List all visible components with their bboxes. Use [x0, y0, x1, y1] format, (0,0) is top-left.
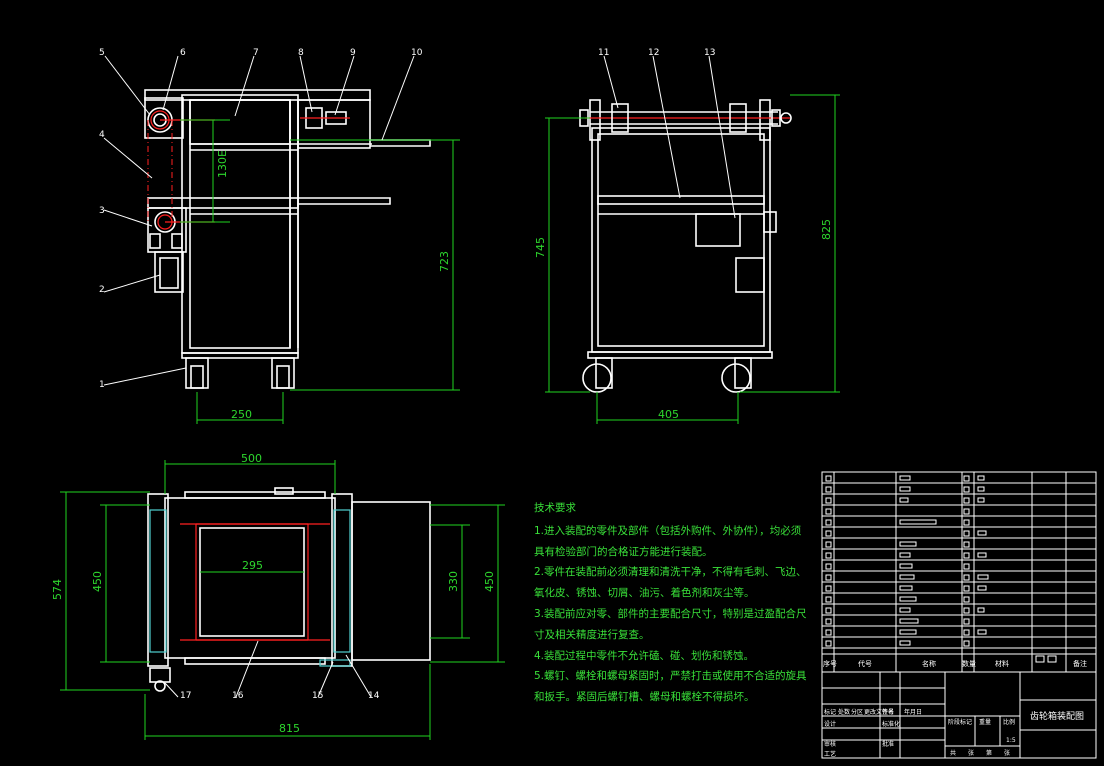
row-label-mark: 标记: [824, 708, 836, 716]
header-remark: 备注: [1073, 659, 1087, 668]
part-label-7: 7: [253, 48, 259, 58]
dim-top-right-outer: 450: [483, 571, 496, 592]
scale-value: 1:5: [1006, 737, 1016, 744]
note-line: 和扳手。紧固后螺钉槽、螺母和螺栓不得损坏。: [534, 691, 755, 704]
dimension-labels: 250 723 130E 405 745 825 500 295 574 450…: [51, 150, 833, 735]
dim-front-pitch: 130E: [216, 150, 229, 178]
part-label-14: 14: [368, 691, 380, 701]
dim-side-height-right: 825: [820, 219, 833, 240]
note-line: 寸及相关精度进行复查。: [534, 628, 650, 641]
sheet-unit-2: 张: [1004, 749, 1010, 757]
dim-top-right-inner: 330: [447, 571, 460, 592]
sheet-no: 第: [986, 749, 992, 757]
sheet-total: 共: [950, 749, 956, 757]
note-line: 2.零件在装配前必须清理和清洗干净，不得有毛刺、飞边、: [534, 566, 807, 579]
dim-top-left-outer: 574: [51, 579, 64, 600]
top-view: [60, 460, 505, 740]
row-label-sign: 签名: [882, 708, 894, 716]
sign-review: 审核: [824, 740, 836, 748]
dim-front-width: 250: [231, 408, 252, 421]
note-line: 1.进入装配的零件及部件（包括外购件、外协件），均必须: [534, 524, 802, 537]
part-label-10: 10: [411, 48, 423, 58]
title-block: [821, 471, 1097, 759]
sign-design: 设计: [824, 720, 836, 728]
part-label-2: 2: [99, 285, 105, 295]
part-label-6: 6: [180, 48, 186, 58]
part-label-3: 3: [99, 206, 105, 216]
dim-top-inner: 295: [242, 559, 263, 572]
header-qty: 数量: [962, 659, 976, 668]
part-label-11: 11: [598, 48, 609, 58]
title-block-labels: 序号 代号 名称 数量 材料 备注 标记 处数 分区 更改文件号 签名 年月日 …: [823, 659, 1087, 758]
header-name: 名称: [922, 659, 936, 668]
row-label-count: 处数: [838, 708, 850, 716]
note-line: 氧化皮、锈蚀、切屑、油污、着色剂和灰尘等。: [534, 587, 755, 600]
part-number-labels: 5 6 7 8 9 10 4 3 2 1 11 12 13 17 16 15 1…: [99, 48, 715, 701]
part-label-8: 8: [298, 48, 304, 58]
stage-scale: 比例: [1003, 718, 1015, 726]
row-label-change: 更改文件号: [864, 708, 894, 716]
sign-approve: 批准: [882, 740, 894, 748]
dim-top-width: 500: [241, 452, 262, 465]
technical-requirements: 技术要求 1.进入装配的零件及部件（包括外购件、外协件），均必须 具有检验部门的…: [534, 498, 807, 708]
part-label-17: 17: [180, 691, 191, 701]
note-line: 3.装配前应对零、部件的主要配合尺寸，特别是过盈配合尺: [534, 607, 807, 620]
sign-process: 工艺: [824, 750, 836, 758]
dim-front-height: 723: [438, 251, 451, 272]
header-seq: 序号: [823, 659, 837, 668]
part-label-5: 5: [99, 48, 105, 58]
sign-standard: 标准化: [882, 720, 900, 728]
note-line: 具有检验部门的合格证方能进行装配。: [534, 545, 713, 558]
part-label-9: 9: [350, 48, 356, 58]
note-line: 4.装配过程中零件不允许磕、碰、划伤和锈蚀。: [534, 649, 755, 662]
part-label-4: 4: [99, 130, 105, 140]
dim-side-width: 405: [658, 408, 679, 421]
side-view: [545, 55, 840, 424]
stage-mark: 阶段标记: [948, 718, 972, 726]
row-label-date: 年月日: [904, 708, 922, 716]
part-label-16: 16: [232, 691, 244, 701]
dim-top-bottom: 815: [279, 722, 300, 735]
header-material: 材料: [995, 659, 1009, 668]
sheet-unit-1: 张: [968, 749, 974, 757]
stage-weight: 重量: [979, 718, 991, 726]
note-line: 5.螺钉、螺栓和螺母紧固时，严禁打击或使用不合适的旋具: [534, 670, 807, 683]
part-label-15: 15: [312, 691, 323, 701]
header-code: 代号: [858, 659, 872, 668]
part-label-13: 13: [704, 48, 715, 58]
dim-top-left-inner: 450: [91, 571, 104, 592]
row-label-zone: 分区: [851, 708, 863, 716]
drawing-title: 齿轮箱装配图: [1030, 710, 1084, 722]
part-label-1: 1: [99, 380, 105, 390]
dim-side-height-left: 745: [534, 237, 547, 258]
part-label-12: 12: [648, 48, 659, 58]
front-view: [103, 55, 460, 424]
notes-title: 技术要求: [534, 502, 576, 514]
